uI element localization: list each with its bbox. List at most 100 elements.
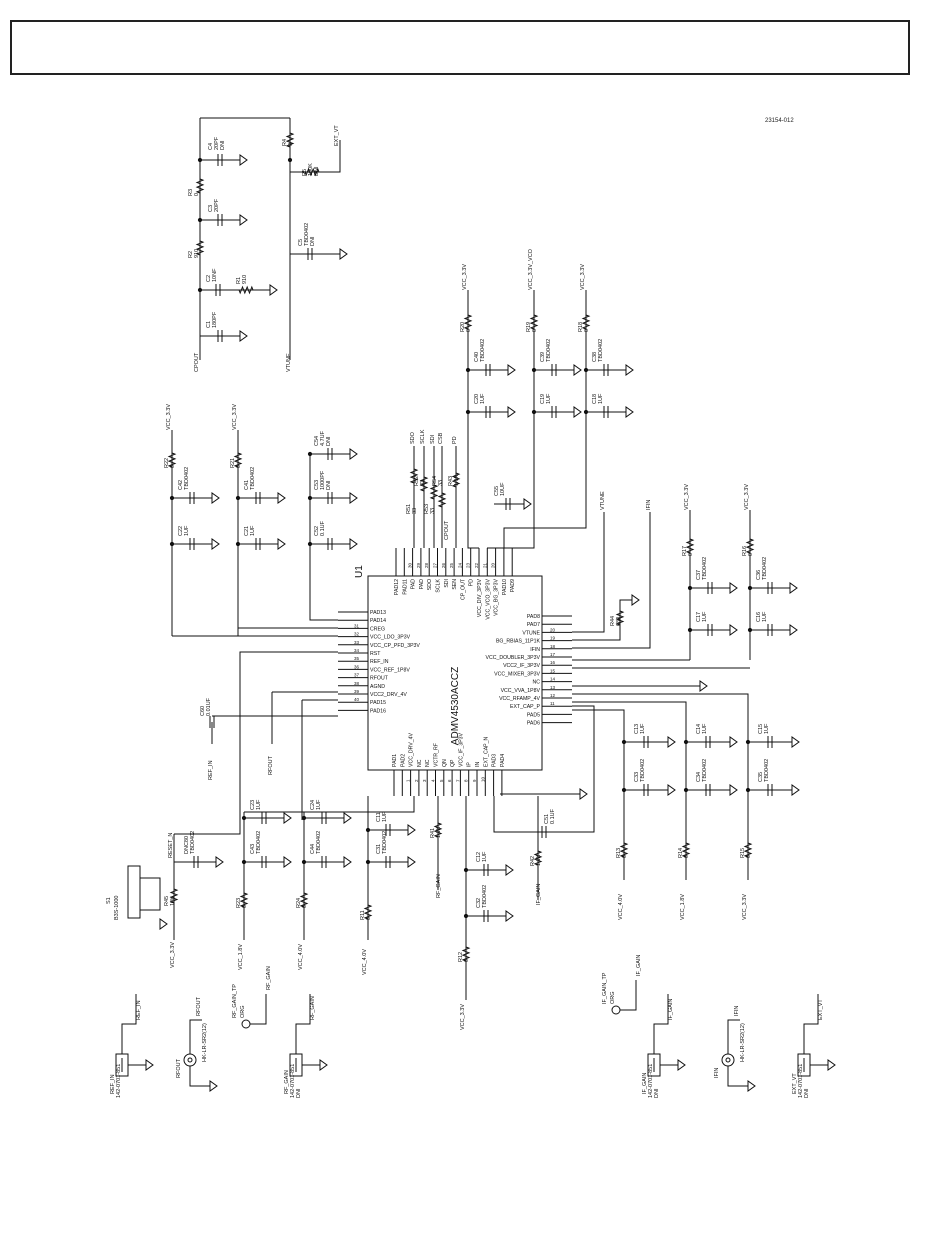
ic-pin-name: PAD16 [370, 708, 386, 714]
wire [121, 994, 137, 1054]
ic-pin-name: PAD2 [400, 754, 406, 767]
junction-dot [301, 859, 307, 865]
component-ref: C60 [200, 706, 206, 716]
ic-pin-number: 32 [354, 632, 360, 637]
agnd-ground-symbol [505, 910, 514, 922]
component-ref: C15 [758, 724, 764, 734]
component-value: TBD0402 [764, 759, 770, 782]
junction-dot [169, 495, 175, 501]
resistor-zigzag [239, 892, 249, 908]
component-ref: C17 [696, 612, 702, 622]
junction-dot [307, 541, 313, 547]
component-ref: C35 [758, 772, 764, 782]
component-ref: C4 [208, 143, 214, 150]
wire [620, 980, 637, 1011]
ic-pin-name: PAD8 [527, 614, 540, 620]
ic-pin-name: SEN [452, 579, 458, 590]
component-ref: R3 [188, 189, 194, 196]
ic-pin-number: 21 [482, 562, 487, 568]
ic-pin-number: 22 [474, 562, 479, 568]
ic-pin-name: VTUNE [522, 630, 540, 636]
component-ref: C12 [476, 852, 482, 862]
junction-dot [301, 815, 307, 821]
component-value: 0 [584, 329, 590, 332]
junction-dot [621, 739, 627, 745]
ic-pin-name: VCC_RFAMP_4V [499, 696, 540, 702]
net-label-ref-in: REF_IN [208, 760, 214, 780]
junction-dot [683, 739, 689, 745]
junction-dot [683, 787, 689, 793]
resistor-zigzag [167, 452, 177, 468]
component-value: 0 [366, 917, 372, 920]
component-value: 910 [242, 275, 248, 284]
component-value: TBD0402 [316, 831, 322, 854]
agnd-ground-symbol [625, 406, 634, 418]
ic-pin-number: 29 [416, 562, 421, 568]
agnd-ground-symbol [699, 680, 708, 692]
component-value: 4.7UF [320, 430, 326, 446]
ic-part-number: ADMV4530ACCZ [450, 667, 461, 745]
junction-dot [747, 585, 753, 591]
junction-dot [241, 815, 247, 821]
connector-part: 142-0701-851 [290, 1064, 296, 1098]
wire [653, 994, 669, 1054]
component-value: 100K [308, 163, 314, 176]
component-ref: C33 [634, 772, 640, 782]
component-value: 0 [236, 465, 242, 468]
component-value: 1UF [702, 611, 708, 622]
component-ref: C39 [540, 352, 546, 362]
wire [244, 796, 415, 813]
component-value: 1UF [250, 525, 256, 536]
agnd-ground-symbol [319, 1059, 328, 1071]
component-ref: R51 [406, 504, 412, 514]
ic-pin-number: 5 [439, 779, 444, 782]
agnd-ground-symbol [677, 1059, 686, 1071]
component-value: 1UF [256, 799, 262, 810]
junction-dot [745, 739, 751, 745]
ic-pin-name: QN [442, 759, 448, 767]
wire [572, 512, 605, 633]
ic-pin-number: 23 [466, 562, 471, 568]
ic-pin-name: PAD13 [370, 610, 386, 616]
net-label-if-gain: IF_GAIN [536, 884, 542, 905]
component-value: TBD0402 [546, 339, 552, 362]
agnd-ground-symbol [283, 812, 292, 824]
ic-pin-name: PAD12 [394, 579, 400, 595]
component-ref: R1 [236, 277, 242, 284]
ic-pin-name: PAD [411, 579, 417, 590]
component-ref: C13 [634, 724, 640, 734]
component-ref: R24 [296, 898, 302, 908]
wire [467, 420, 479, 549]
component-note: DNI [314, 166, 320, 176]
net-label-connector: EXT_VT [818, 999, 824, 1020]
resistor-zigzag [195, 178, 205, 194]
component-value: 33 [438, 480, 444, 486]
ic-pin-number: 20 [550, 627, 556, 632]
wire [572, 599, 632, 641]
wire [250, 994, 267, 1025]
net-label-reset-n: RESET_N [168, 833, 174, 858]
component-value: 1UF [764, 723, 770, 734]
component-note: DNI [220, 140, 226, 150]
component-ref: C41 [244, 480, 250, 490]
component-value: 1.1K [536, 854, 542, 866]
ic-pin-name: VCC_LDO_3P3V [370, 635, 411, 641]
component-ref: C14 [696, 724, 702, 734]
ic-pin-name: VCC_IF_3P3V [458, 732, 464, 767]
connector-part: 142-0701-851 [116, 1064, 122, 1098]
agnd-ground-symbol [343, 856, 352, 868]
ic-pin-number: 28 [424, 562, 429, 568]
component-value: 0 [302, 905, 308, 908]
agnd-ground-symbol [349, 448, 358, 460]
component-ref: C18 [592, 394, 598, 404]
net-label-supply: VCC_3.3V [170, 942, 176, 968]
component-ref: C40 [474, 352, 480, 362]
ic-pin-name: PAD15 [370, 700, 386, 706]
agnd-ground-symbol [789, 582, 798, 594]
net-label-spi: SCLK [420, 429, 426, 444]
component-value: 1UF [640, 723, 646, 734]
ic-pin-number: 30 [408, 562, 413, 568]
junction-dot [241, 859, 247, 865]
ic-pin-name: SDI [444, 579, 450, 588]
connector-body [289, 1053, 303, 1077]
